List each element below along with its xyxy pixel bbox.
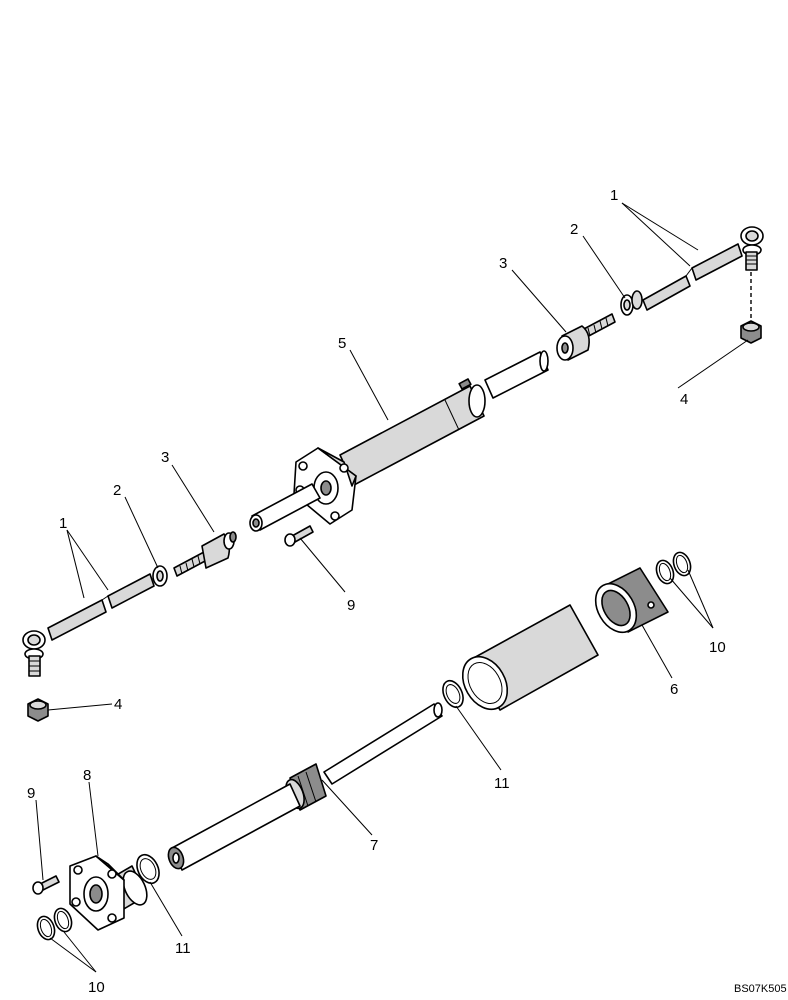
callout-3-lower: 3 [161,449,169,466]
end-flange [69,855,148,931]
callout-9-upper: 9 [347,597,355,614]
o-ring-upper [442,679,464,709]
callout-6: 6 [670,681,678,698]
gland-nut [594,567,669,634]
inner-joint-lower [173,531,237,577]
nut-upper [740,320,762,344]
callout-9-lower: 9 [27,785,35,802]
inner-joint-upper [556,313,616,361]
callout-2-lower: 2 [113,482,121,499]
callout-8: 8 [83,767,91,784]
tie-rod-end-upper [642,226,764,318]
callout-4-upper: 4 [680,391,688,408]
tie-rod-end-lower [22,573,155,677]
callout-1-lower: 1 [59,515,67,532]
bolt-lower [32,875,60,895]
callout-7: 7 [370,837,378,854]
callout-5: 5 [338,335,346,352]
bolt-upper [284,525,314,547]
callout-10-left: 10 [88,979,105,996]
callout-10-right: 10 [709,639,726,656]
washer-lower [152,565,168,587]
seal-rings-right [655,551,692,585]
callout-11-lower: 11 [175,940,191,957]
callout-11-upper: 11 [494,775,510,792]
cylinder-tube [461,604,599,711]
piston-rod [167,702,443,871]
callout-3-upper: 3 [499,255,507,272]
callout-2-upper: 2 [570,221,578,238]
callout-4-lower: 4 [114,696,122,713]
callout-1-upper: 1 [610,187,618,204]
steering-cylinder [249,350,549,532]
drawing-code: BS07K505 [734,983,787,995]
washer-upper [620,290,643,316]
leader-lines [35,202,749,973]
seal-rings-left [36,907,73,941]
o-ring-lower [136,853,160,885]
nut-lower [27,698,49,722]
